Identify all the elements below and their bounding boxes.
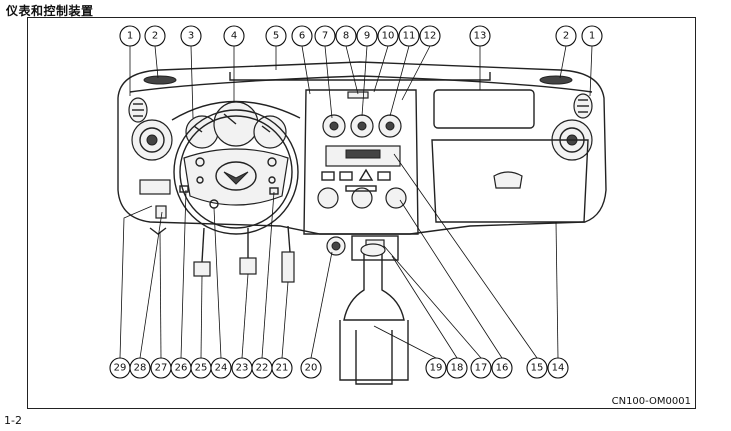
callout-25: 25: [190, 357, 212, 379]
svg-text:7: 7: [322, 31, 328, 42]
callout-15: 15: [526, 357, 548, 379]
callout-21: 21: [271, 357, 293, 379]
callout-9: 9: [356, 25, 378, 47]
callout-14: 14: [547, 357, 569, 379]
page-number: 1-2: [4, 414, 22, 427]
callout-28: 28: [129, 357, 151, 379]
callout-2-top-left: 2: [144, 25, 166, 47]
callout-18: 18: [446, 357, 468, 379]
callout-22: 22: [251, 357, 273, 379]
left-round-vent: [131, 119, 173, 161]
callout-5: 5: [265, 25, 287, 47]
svg-text:5: 5: [273, 31, 279, 42]
svg-text:4: 4: [231, 31, 237, 42]
svg-text:28: 28: [134, 363, 147, 374]
center-console: [303, 89, 419, 235]
page-title: 仪表和控制装置: [6, 4, 94, 18]
right-side-vent: [573, 93, 593, 119]
callout-24: 24: [210, 357, 232, 379]
svg-text:24: 24: [215, 363, 228, 374]
steering-wheel: [173, 109, 299, 235]
callout-20: 20: [300, 357, 322, 379]
svg-text:9: 9: [364, 31, 370, 42]
callout-16: 16: [491, 357, 513, 379]
svg-text:29: 29: [114, 363, 127, 374]
callout-27: 27: [150, 357, 172, 379]
callout-19: 19: [425, 357, 447, 379]
figure-code: CN100-OM0001: [611, 396, 691, 407]
callout-1-top-left: 1: [119, 25, 141, 47]
figure-frame: [27, 17, 696, 409]
svg-text:16: 16: [496, 363, 509, 374]
svg-text:18: 18: [451, 363, 464, 374]
callout-7: 7: [314, 25, 336, 47]
callout-11: 11: [398, 25, 420, 47]
svg-text:22: 22: [256, 363, 269, 374]
svg-text:6: 6: [299, 31, 305, 42]
svg-text:17: 17: [475, 363, 488, 374]
callout-2-top-right: 2: [555, 25, 577, 47]
svg-text:10: 10: [382, 31, 395, 42]
svg-text:26: 26: [175, 363, 188, 374]
callout-17: 17: [470, 357, 492, 379]
svg-text:11: 11: [403, 31, 416, 42]
speaker-grilles: [143, 75, 573, 85]
svg-text:12: 12: [424, 31, 437, 42]
callout-12: 12: [419, 25, 441, 47]
svg-text:27: 27: [155, 363, 168, 374]
lower-console: [326, 235, 409, 385]
svg-text:1: 1: [589, 31, 595, 42]
passenger-panel: [431, 89, 589, 223]
callout-29: 29: [109, 357, 131, 379]
instrument-cluster: [171, 100, 301, 149]
left-lower-panel: [139, 179, 171, 235]
svg-text:2: 2: [152, 31, 158, 42]
callout-4: 4: [223, 25, 245, 47]
svg-text:21: 21: [276, 363, 289, 374]
callout-26: 26: [170, 357, 192, 379]
svg-text:23: 23: [236, 363, 249, 374]
pedals: [193, 225, 295, 283]
dashboard-body: [117, 61, 607, 235]
svg-text:20: 20: [305, 363, 318, 374]
svg-text:25: 25: [195, 363, 208, 374]
svg-text:19: 19: [430, 363, 443, 374]
svg-text:1: 1: [127, 31, 133, 42]
svg-text:14: 14: [552, 363, 565, 374]
svg-text:8: 8: [343, 31, 349, 42]
callout-1-top-right: 1: [581, 25, 603, 47]
svg-text:13: 13: [474, 31, 487, 42]
left-side-vent: [128, 97, 148, 123]
leader-lines-top: [129, 45, 593, 119]
svg-text:3: 3: [188, 31, 194, 42]
callout-23: 23: [231, 357, 253, 379]
callout-10: 10: [377, 25, 399, 47]
callout-13: 13: [469, 25, 491, 47]
callout-3: 3: [180, 25, 202, 47]
svg-text:15: 15: [531, 363, 544, 374]
callout-6: 6: [291, 25, 313, 47]
svg-text:2: 2: [563, 31, 569, 42]
leader-lines-bottom: [119, 153, 559, 359]
callout-8: 8: [335, 25, 357, 47]
